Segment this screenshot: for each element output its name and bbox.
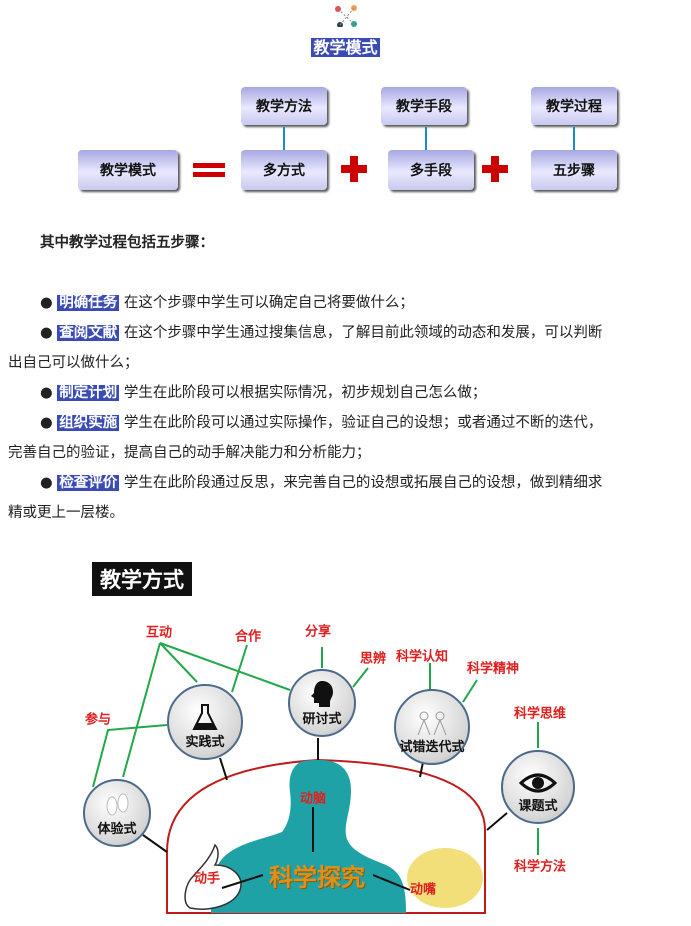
logo-icon	[335, 5, 357, 27]
circle-discussion: 研讨式	[288, 669, 356, 737]
multi-means-box: 多手段	[388, 150, 474, 190]
steps-text: 其中教学过程包括五步骤： ● 明确任务 在这个步骤中学生可以确定自己将要做什么；…	[8, 228, 683, 528]
label-thinking: 科学思维	[513, 706, 567, 722]
step-5: ● 检查评价 学生在此阶段通过反思，来完善自己的设想或拓展自己的设想，做到精细求	[40, 475, 603, 491]
label-share: 分享	[304, 624, 332, 640]
label-hand: 动手	[193, 871, 221, 887]
label-spirit: 科学精神	[466, 661, 520, 677]
flask-icon	[192, 704, 218, 730]
label-cooperation: 合作	[234, 629, 262, 645]
diagram-title: 教学方式	[92, 562, 192, 596]
step-2: ● 查阅文献 在这个步骤中学生通过搜集信息，了解目前此领域的动态和发展，可以判断	[40, 325, 603, 341]
people-icon	[417, 711, 447, 736]
circle-project: 课题式	[501, 750, 575, 824]
method-box: 教学方法	[241, 87, 327, 125]
means-box: 教学手段	[381, 87, 467, 125]
page-title: 教学模式	[311, 38, 380, 57]
label-interaction: 互动	[145, 625, 173, 641]
eye-icon	[519, 773, 557, 793]
footprint-icon	[106, 793, 129, 816]
label-method: 科学方法	[513, 859, 567, 875]
process-box: 教学过程	[531, 87, 617, 125]
label-brain: 动脑	[299, 791, 327, 807]
label-cognition: 科学认知	[395, 649, 449, 665]
circle-trial-error: 试错迭代式	[394, 689, 470, 765]
label-participate: 参与	[84, 712, 112, 728]
center-label: 科学探究	[269, 863, 365, 892]
step-4: ● 组织实施 学生在此阶段可以通过实际操作，验证自己的设想；或者通过不断的迭代，	[40, 415, 603, 431]
plus-icon	[341, 156, 367, 182]
intro-text: 其中教学过程包括五步骤：	[40, 235, 214, 251]
step-3: ● 制定计划 学生在此阶段可以根据实际情况，初步规划自己怎么做；	[40, 385, 487, 401]
plus-icon	[482, 156, 508, 182]
circle-practice: 实践式	[167, 684, 243, 760]
step-1: ● 明确任务 在这个步骤中学生可以确定自己将要做什么；	[40, 295, 414, 311]
label-mouth: 动嘴	[409, 882, 437, 898]
label-critical: 思辨	[359, 651, 387, 667]
head-icon	[311, 681, 333, 707]
circle-experience: 体验式	[83, 779, 151, 847]
multi-way-box: 多方式	[241, 150, 327, 190]
five-steps-box: 五步骤	[531, 150, 617, 190]
formula-left-box: 教学模式	[78, 150, 178, 190]
equals-icon	[193, 163, 225, 168]
